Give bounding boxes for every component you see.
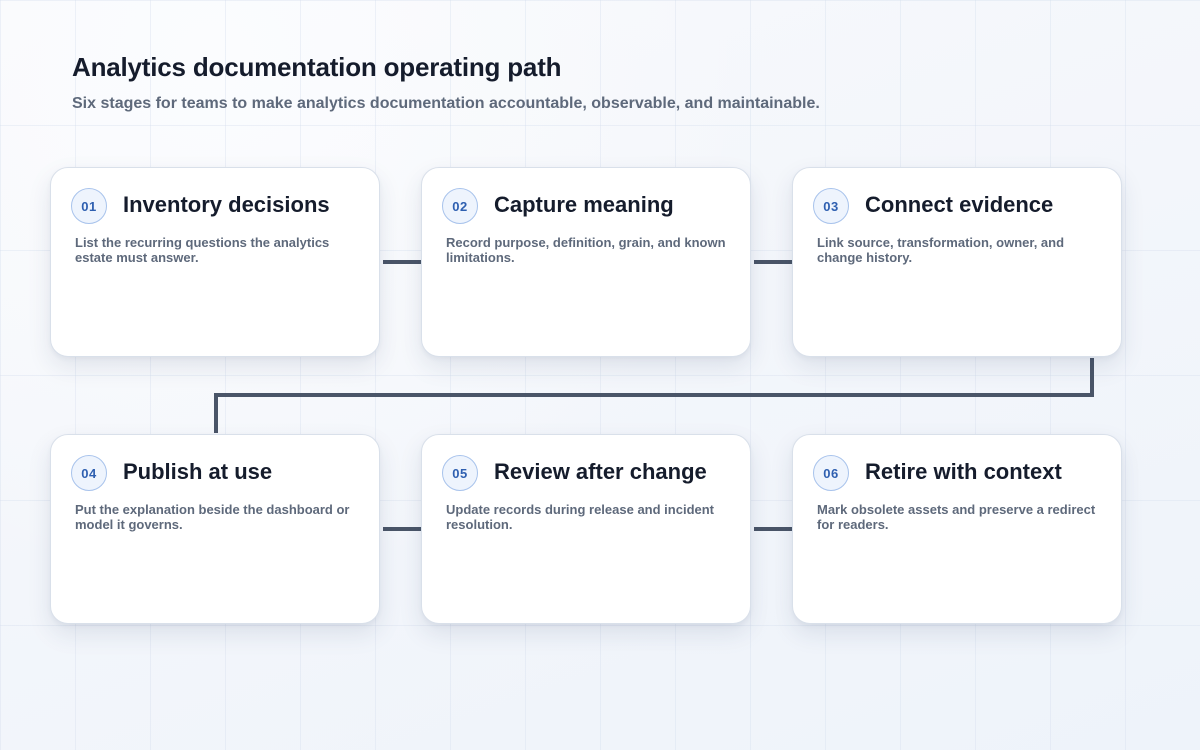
diagram-header: Analytics documentation operating path S… [72, 52, 820, 113]
stage-number-badge: 06 [813, 455, 849, 491]
stage-card-04: 04 Publish at use Put the explanation be… [50, 434, 380, 624]
stage-card-05: 05 Review after change Update records du… [421, 434, 751, 624]
page-subtitle: Six stages for teams to make analytics d… [72, 95, 820, 112]
stage-number-badge: 03 [813, 188, 849, 224]
stage-description: Mark obsolete assets and preserve a redi… [817, 502, 1096, 532]
stage-number-badge: 01 [71, 188, 107, 224]
page-title: Analytics documentation operating path [72, 52, 562, 82]
stage-number-badge: 04 [71, 455, 107, 491]
connector-03-04 [214, 358, 1094, 433]
stage-card-02: 02 Capture meaning Record purpose, defin… [421, 167, 751, 357]
stage-description: Update records during release and incide… [446, 502, 715, 532]
stage-title: Retire with context [865, 459, 1062, 484]
stage-card-06: 06 Retire with context Mark obsolete ass… [792, 434, 1122, 624]
stage-description: Link source, transformation, owner, and … [817, 235, 1065, 265]
stage-title: Capture meaning [494, 192, 674, 217]
stage-description: Put the explanation beside the dashboard… [75, 502, 350, 532]
stage-card-03: 03 Connect evidence Link source, transfo… [792, 167, 1122, 357]
stage-description: Record purpose, definition, grain, and k… [446, 235, 726, 265]
stage-title: Review after change [494, 459, 707, 484]
stage-description: List the recurring questions the analyti… [75, 235, 330, 265]
stage-title: Inventory decisions [123, 192, 330, 217]
stage-title: Connect evidence [865, 192, 1054, 217]
stage-card-01: 01 Inventory decisions List the recurrin… [50, 167, 380, 357]
stage-title: Publish at use [123, 459, 273, 484]
stage-number-badge: 05 [442, 455, 478, 491]
stage-number-badge: 02 [442, 188, 478, 224]
